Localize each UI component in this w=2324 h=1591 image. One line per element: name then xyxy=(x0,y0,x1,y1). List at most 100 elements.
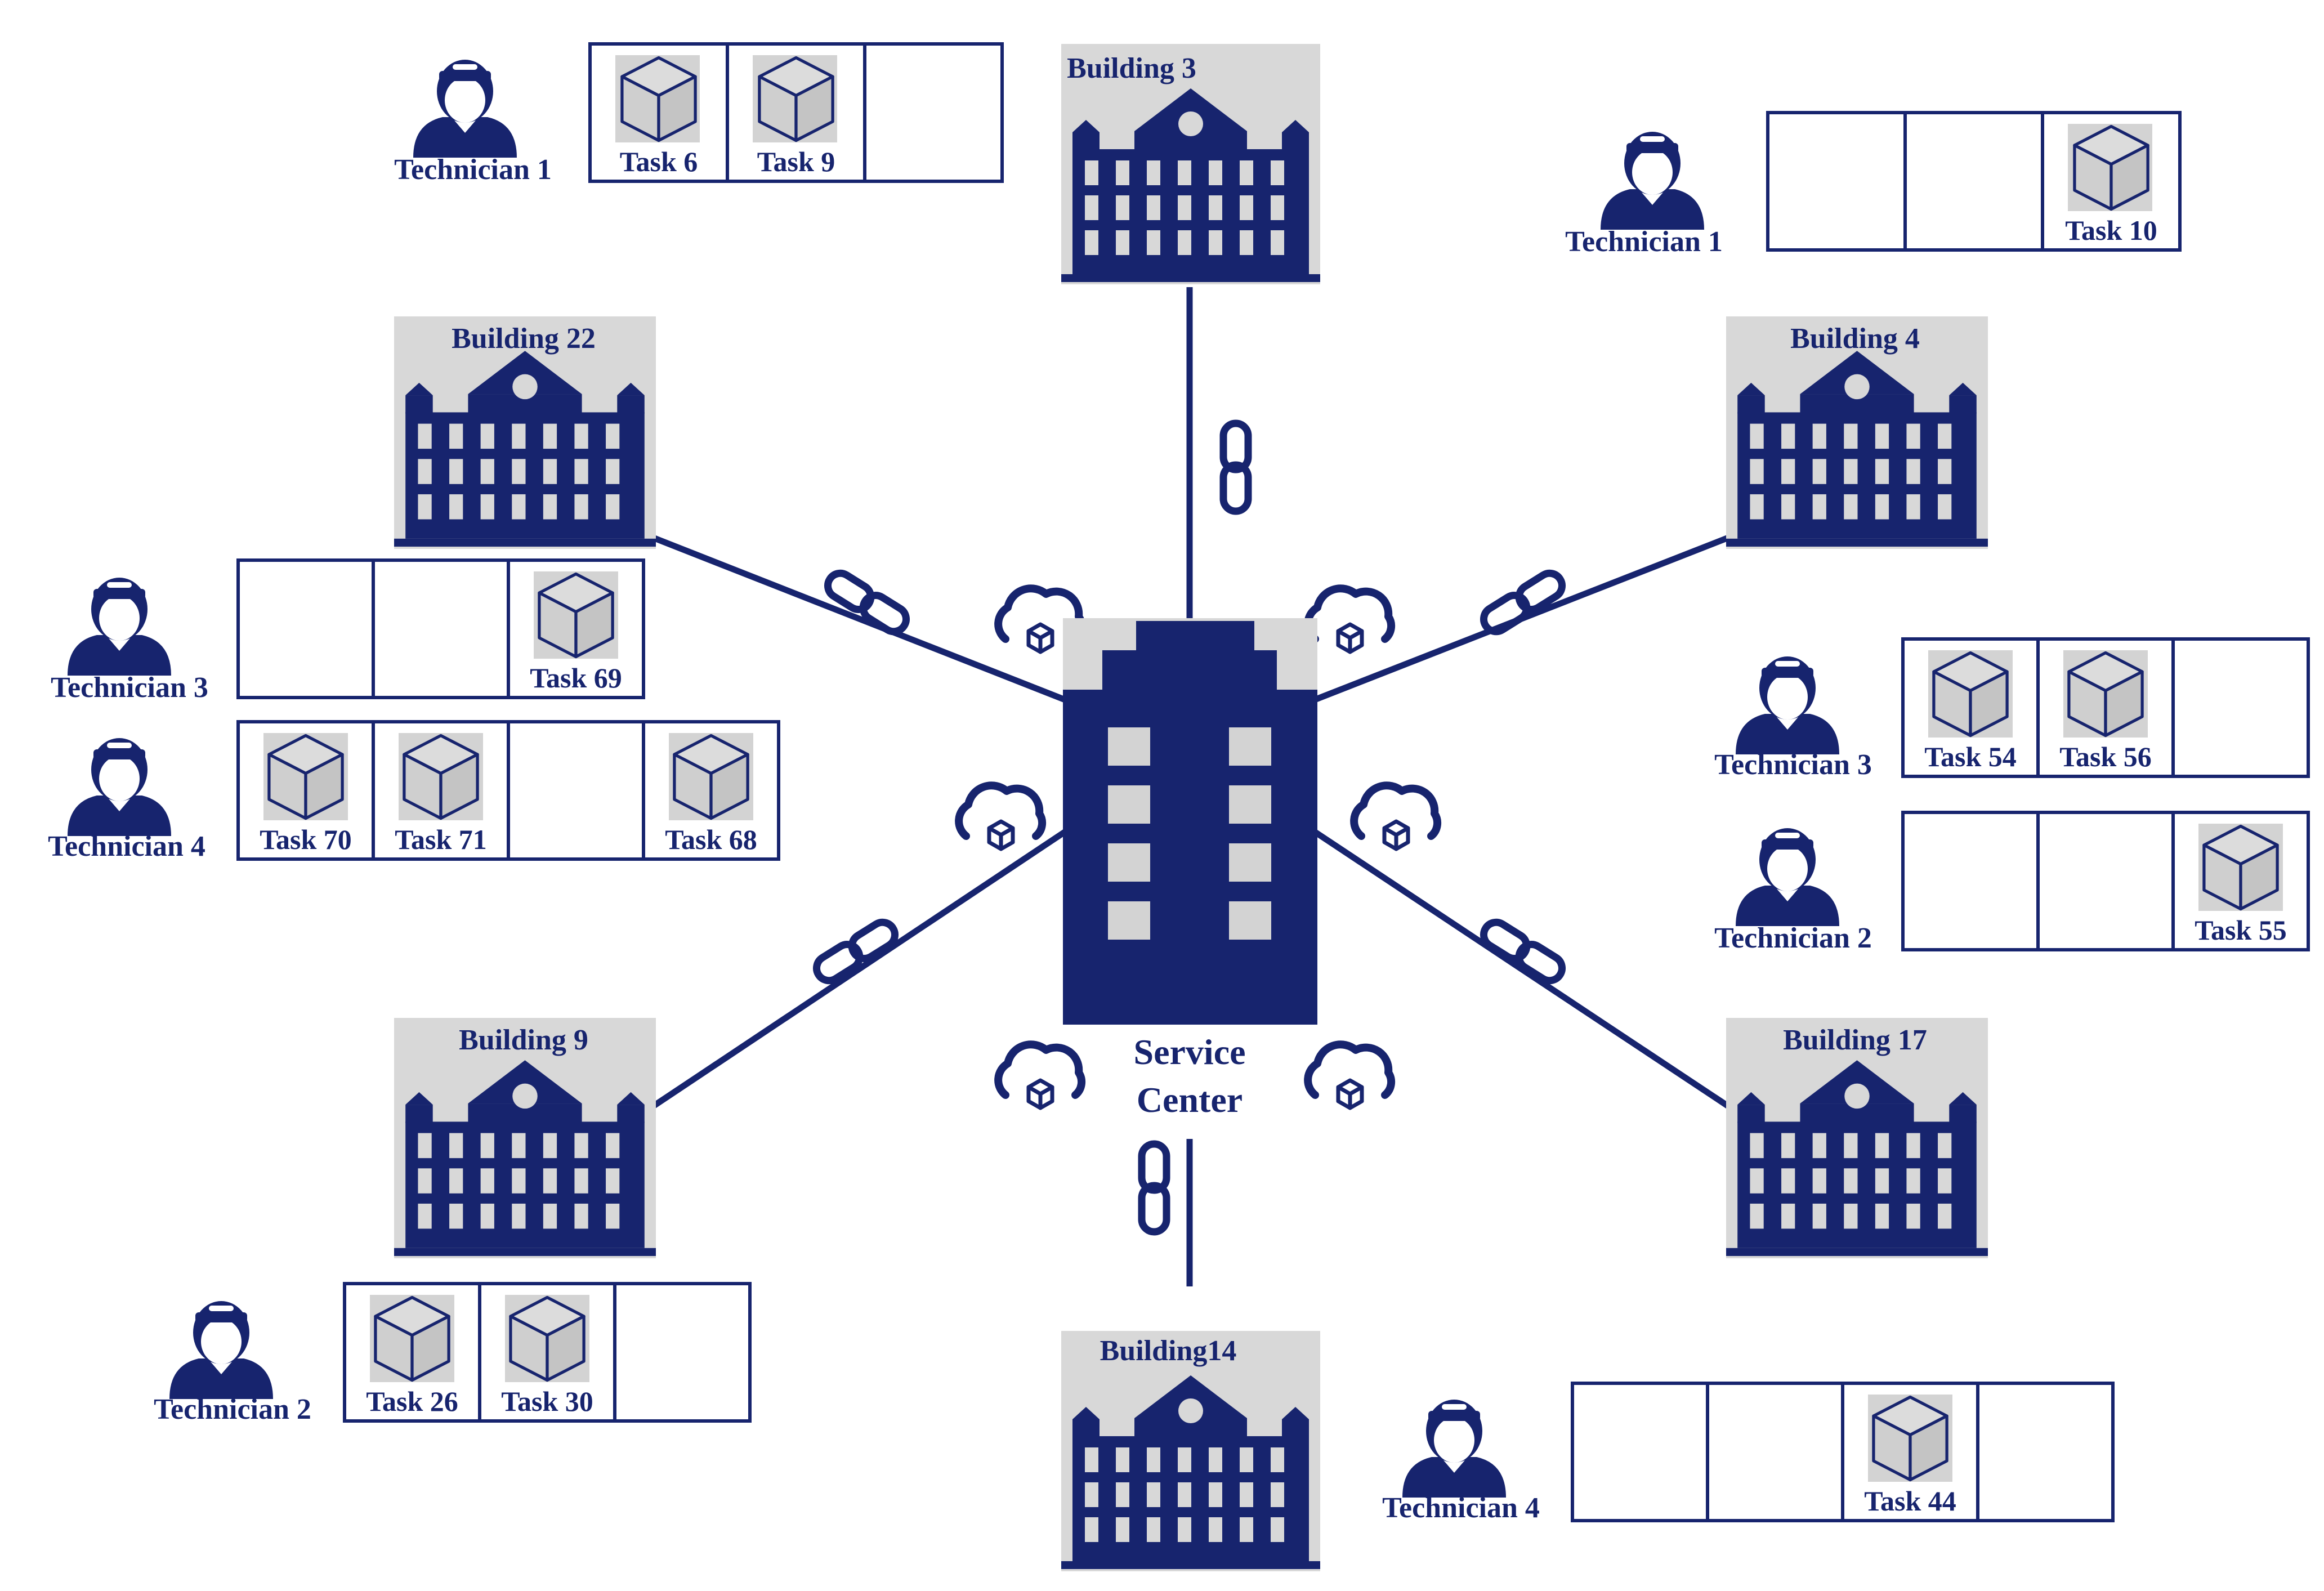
package-box-icon xyxy=(269,736,342,819)
diagram-elements: Building 3 Building 22 Building 4 Building … xyxy=(48,42,2310,1571)
task-label: Task 10 xyxy=(2065,214,2157,246)
building-b3[interactable]: Building 3 xyxy=(1061,44,1320,284)
package-box-icon xyxy=(2204,826,2277,909)
task-group-g5: Technician 3 Task 54 Task 56 xyxy=(1714,637,2310,781)
technician-label: Technician 4 xyxy=(1382,1492,1540,1524)
building-b14[interactable]: Building14 xyxy=(1061,1331,1320,1571)
empty-task-slot[interactable] xyxy=(1571,1382,1709,1522)
building-label: Building 4 xyxy=(1790,323,1920,355)
package-box-icon xyxy=(1874,1397,1947,1480)
building-label: Building 22 xyxy=(452,323,596,355)
task-slot[interactable]: Task 6 xyxy=(588,42,729,183)
empty-task-slot[interactable] xyxy=(863,42,1004,183)
cloud-package-icon xyxy=(1350,781,1442,849)
technician-icon xyxy=(413,60,517,158)
package-box-icon xyxy=(1934,653,2007,736)
task-label: Task 54 xyxy=(1924,741,2017,772)
package-box-icon xyxy=(511,1298,584,1380)
chain-link-icon xyxy=(1479,569,1567,636)
service-center-label-line2: Center xyxy=(1137,1080,1243,1120)
empty-task-slot[interactable] xyxy=(372,558,510,699)
building-b4[interactable]: Building 4 xyxy=(1726,316,1988,549)
task-slot[interactable]: Task 10 xyxy=(2041,111,2182,252)
task-label: Task 6 xyxy=(620,146,698,177)
package-box-icon xyxy=(2069,653,2142,736)
task-slot[interactable]: Task 44 xyxy=(1841,1382,1979,1522)
empty-task-slot[interactable] xyxy=(1976,1382,2115,1522)
package-box-icon xyxy=(376,1298,449,1380)
technician-label: Technician 1 xyxy=(394,154,552,186)
task-label: Task 68 xyxy=(665,824,757,855)
task-group-g4: Technician 4 Task 70 Task 71 Task 68 xyxy=(48,720,780,862)
technician-icon xyxy=(1736,656,1839,754)
technician-icon xyxy=(1402,1400,1506,1498)
empty-task-slot[interactable] xyxy=(1903,111,2044,252)
task-slot[interactable]: Task 68 xyxy=(642,720,780,861)
package-box-icon xyxy=(674,736,748,819)
chain-link-icon xyxy=(823,569,911,636)
task-slot[interactable]: Task 30 xyxy=(478,1282,616,1423)
technician-icon xyxy=(1736,828,1839,926)
building-b17[interactable]: Building 17 xyxy=(1726,1018,1988,1258)
task-group-g1: Technician 1 Task 6 Task 9 xyxy=(394,42,1004,186)
building-icon xyxy=(1061,1375,1320,1569)
task-label: Task 55 xyxy=(2195,914,2287,946)
task-label: Task 69 xyxy=(530,662,622,694)
empty-task-slot[interactable] xyxy=(2036,811,2175,951)
technician-label: Technician 3 xyxy=(51,672,208,704)
task-slot[interactable]: Task 55 xyxy=(2171,811,2310,951)
building-icon xyxy=(394,351,656,547)
cloud-package-icon xyxy=(1304,1040,1396,1108)
empty-task-slot[interactable] xyxy=(236,558,375,699)
empty-task-slot[interactable] xyxy=(507,720,645,861)
building-label: Building14 xyxy=(1100,1335,1237,1367)
empty-task-slot[interactable] xyxy=(2171,637,2310,778)
building-icon xyxy=(394,1060,656,1256)
package-box-icon xyxy=(759,58,833,141)
empty-task-slot[interactable] xyxy=(1706,1382,1844,1522)
package-box-icon xyxy=(622,58,695,141)
task-group-g7: Technician 2 Task 26 Task 30 xyxy=(154,1282,752,1425)
task-label: Task 56 xyxy=(2059,741,2152,772)
task-slot[interactable]: Task 9 xyxy=(726,42,866,183)
cloud-package-icon xyxy=(955,781,1047,849)
task-label: Task 30 xyxy=(501,1386,593,1417)
technician-label: Technician 3 xyxy=(1714,749,1872,781)
cloud-package-icon xyxy=(1304,584,1396,652)
cloud-package-icon xyxy=(994,584,1086,652)
task-slot[interactable]: Task 26 xyxy=(343,1282,481,1423)
building-icon xyxy=(1061,88,1320,282)
building-label: Building 3 xyxy=(1067,52,1196,84)
task-label: Task 26 xyxy=(366,1386,458,1417)
task-slot[interactable]: Task 56 xyxy=(2036,637,2175,778)
package-box-icon xyxy=(404,736,477,819)
task-label: Task 71 xyxy=(395,824,487,855)
package-box-icon xyxy=(2075,127,2148,209)
task-slot[interactable]: Task 54 xyxy=(1901,637,2040,778)
building-icon xyxy=(1726,351,1988,547)
empty-task-slot[interactable] xyxy=(1766,111,1907,252)
task-label: Task 44 xyxy=(1864,1485,1956,1517)
building-b22[interactable]: Building 22 xyxy=(394,316,656,549)
technician-icon xyxy=(1601,132,1704,230)
technician-label: Technician 2 xyxy=(154,1393,311,1425)
empty-task-slot[interactable] xyxy=(1901,811,2040,951)
technician-label: Technician 2 xyxy=(1714,922,1872,954)
task-slot[interactable]: Task 71 xyxy=(372,720,510,861)
task-slot[interactable]: Task 69 xyxy=(507,558,645,699)
empty-task-slot[interactable] xyxy=(613,1282,752,1423)
building-label: Building 9 xyxy=(459,1024,588,1056)
technician-label: Technician 4 xyxy=(48,830,205,862)
service-center-label-line1: Service xyxy=(1134,1032,1246,1072)
task-group-g3: Technician 3 Task 69 xyxy=(51,558,645,704)
office-tower-icon xyxy=(1063,621,1317,1025)
task-slot[interactable]: Task 70 xyxy=(236,720,375,861)
technician-icon xyxy=(169,1301,273,1399)
chain-link-icon xyxy=(1223,423,1248,511)
building-b9[interactable]: Building 9 xyxy=(394,1018,656,1258)
task-label: Task 70 xyxy=(260,824,352,855)
